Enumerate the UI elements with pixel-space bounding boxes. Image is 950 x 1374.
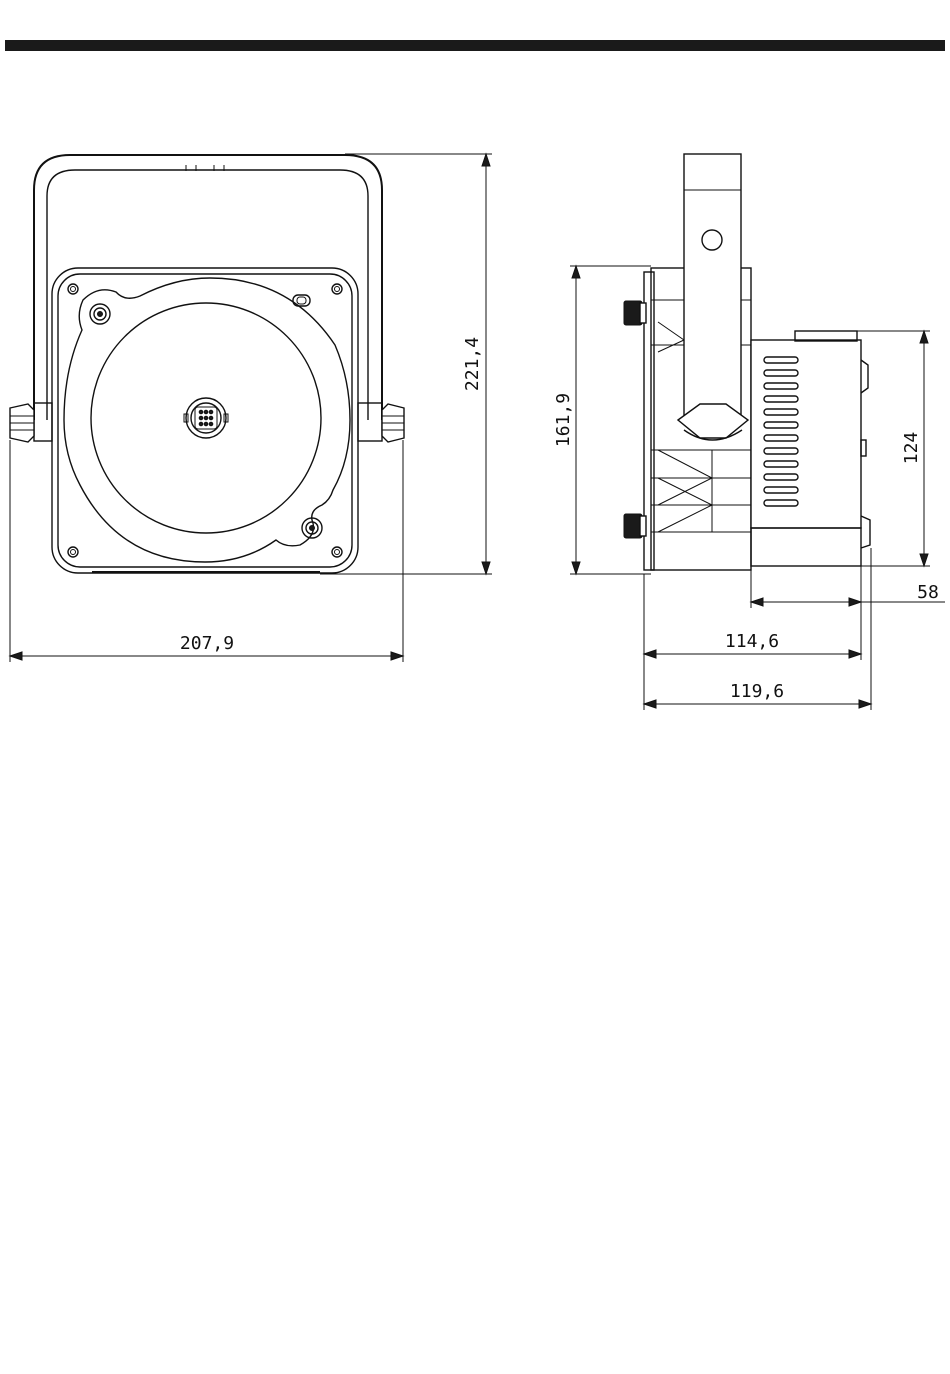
side-rear-knobs <box>624 301 646 538</box>
dimension-side-box-depth: 58 <box>917 582 939 603</box>
dimension-side-body-depth: 114,6 <box>725 631 779 652</box>
dimension-front-width: 207,9 <box>180 633 234 654</box>
front-left-knob <box>10 403 52 442</box>
dimension-side-box-height: 124 <box>901 432 922 465</box>
dimension-front-height: 221,4 <box>462 337 483 391</box>
side-view <box>624 154 870 570</box>
side-yoke-arm <box>684 154 741 424</box>
front-view <box>10 155 404 573</box>
dimension-side-height: 161,9 <box>553 393 574 447</box>
dimension-side-total-depth: 119,6 <box>730 681 784 702</box>
